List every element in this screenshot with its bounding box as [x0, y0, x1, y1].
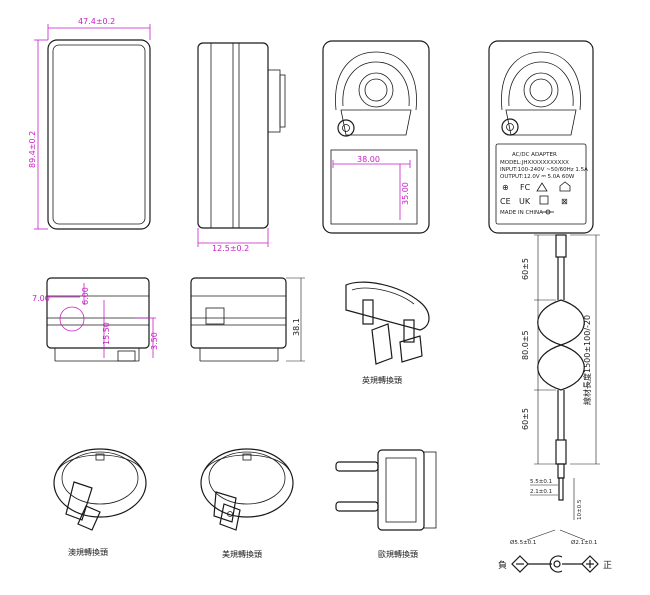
cable-seg-top-dim: 60±5 [521, 258, 530, 280]
double-insulation-icon [539, 195, 549, 205]
house-icon [559, 181, 571, 192]
au-plug-drawing: 澳規轉換頭 [53, 448, 147, 557]
bottom-side-view: 38.1 [190, 277, 305, 362]
label-output: OUTPUT:12.0V ⎓ 5.0A 60W [500, 174, 575, 180]
positive-diamond-icon [581, 555, 599, 573]
front-view: 47.4±0.2 89.4±0.2 [28, 17, 151, 230]
au-plug-caption: 澳規轉換頭 [68, 547, 108, 557]
label-input: INPUT:100-240V ~50/60Hz 1.5A [500, 167, 588, 173]
polarity-symbol-small [542, 209, 554, 215]
plug-inner-dim: 2.1±0.1 [530, 489, 552, 495]
eu-plug-drawing: 歐規轉換頭 [335, 449, 437, 559]
uk-plug-drawing: 英規轉換頭 [345, 281, 430, 385]
ce-mark-icon: CE [500, 197, 511, 206]
bottom-offset-y-dim: 6.00 [81, 287, 90, 305]
center-pin-icon [553, 560, 561, 568]
label-made-in: MADE IN CHINA [500, 210, 543, 216]
eu-plug-caption: 歐規轉換頭 [378, 549, 418, 559]
certification-icons: ⊕ FC CE UK ⊠ [500, 181, 571, 206]
side-view: 12.5±0.2 [197, 42, 286, 253]
negative-label: 負 [498, 559, 507, 571]
positive-label: 正 [603, 561, 612, 571]
bottom-height-dim: 38.1 [292, 318, 301, 336]
front-height-dim: 89.4±0.2 [28, 131, 37, 168]
bottom-slot-b-dim: 3.50 [150, 332, 159, 350]
side-depth-dim: 12.5±0.2 [212, 244, 249, 253]
label-height-dim: 35.00 [401, 182, 410, 205]
fcc-mark-icon: FC [520, 183, 531, 192]
rear-view: 38.00 35.00 [322, 40, 430, 234]
us-plug-caption: 美規轉換頭 [222, 549, 262, 559]
polarity-inner-dim: Ø2.1±0.1 [571, 539, 597, 546]
negative-diamond-icon [511, 555, 529, 573]
plug-outer-dim: 5.5±0.1 [530, 479, 552, 485]
us-plug-drawing: 美規轉換頭 [200, 448, 294, 559]
rear-view-labeled: AC/DC ADAPTER MODEL:JHXXXXXXXXXXX INPUT:… [488, 40, 594, 234]
polarity-symbol: Ø5.5±0.1 Ø2.1±0.1 負 正 [498, 529, 612, 573]
bottom-offset-x-dim: 7.00 [32, 294, 50, 303]
ul-mark-icon: ⊕ [502, 183, 509, 192]
cable-view: 60±5 80.0±5 60±5 線材長度1500±100/-20 5.5±0.… [521, 234, 600, 520]
label-model: MODEL:JHXXXXXXXXXXX [500, 160, 569, 166]
bottom-slot-a-dim: 15.50 [102, 322, 111, 345]
cable-total-dim: 線材長度1500±100/-20 [582, 315, 592, 405]
label-width-dim: 38.00 [357, 155, 380, 164]
bottom-view: 7.00 6.00 15.50 3.50 [32, 277, 159, 362]
label-title: AC/DC ADAPTER [512, 152, 557, 158]
uk-plug-caption: 英規轉換頭 [362, 375, 402, 385]
front-width-dim: 47.4±0.2 [78, 17, 115, 26]
polarity-outer-dim: Ø5.5±0.1 [510, 539, 536, 546]
cable-seg-mid-dim: 80.0±5 [521, 330, 530, 360]
plug-length-dim: 10±0.5 [577, 499, 583, 520]
cable-seg-bot-dim: 60±5 [521, 408, 530, 430]
weee-bin-icon: ⊠ [561, 197, 568, 206]
ukca-mark-icon: UK [519, 197, 531, 206]
warning-triangle-icon [536, 182, 548, 192]
